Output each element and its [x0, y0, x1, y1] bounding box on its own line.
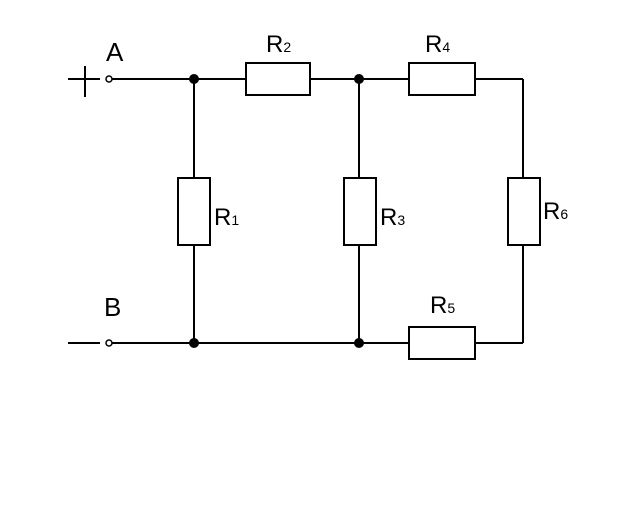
junction-dot-top-middle — [354, 74, 364, 84]
resistor-r2-letter: R — [266, 31, 283, 58]
terminal-a-plus-sign — [68, 66, 100, 97]
resistor-r3-subscript: 3 — [397, 212, 405, 228]
resistor-r1-label: R1 — [214, 204, 239, 231]
resistor-r2-label: R2 — [266, 31, 291, 58]
resistor-r1-letter: R — [214, 204, 231, 231]
junction-dot-top-left — [189, 74, 199, 84]
resistor-r6 — [507, 177, 541, 246]
resistor-r6-letter: R — [543, 198, 560, 225]
resistor-r5-label: R5 — [430, 292, 455, 319]
terminal-b-connector — [105, 339, 113, 347]
resistor-r2 — [245, 62, 311, 96]
resistor-r6-label: R6 — [543, 198, 568, 225]
resistor-r5-subscript: 5 — [447, 300, 455, 316]
resistor-r5 — [408, 326, 476, 360]
resistor-r4-subscript: 4 — [442, 39, 450, 55]
resistor-r2-subscript: 2 — [283, 39, 291, 55]
resistor-r5-letter: R — [430, 292, 447, 319]
resistor-r3-label: R3 — [380, 204, 405, 231]
resistor-r4-label: R4 — [425, 31, 450, 58]
terminal-a-label: A — [106, 37, 124, 67]
resistor-r4 — [408, 62, 476, 96]
terminal-b-label: B — [104, 292, 121, 322]
resistor-r3 — [343, 177, 377, 246]
resistor-r4-letter: R — [425, 31, 442, 58]
junction-dot-bottom-middle — [354, 338, 364, 348]
resistor-r1-subscript: 1 — [231, 212, 239, 228]
resistor-r1 — [177, 177, 211, 246]
resistor-r6-subscript: 6 — [560, 206, 568, 222]
junction-dot-bottom-left — [189, 338, 199, 348]
terminal-a-connector — [105, 75, 113, 83]
resistor-r3-letter: R — [380, 204, 397, 231]
